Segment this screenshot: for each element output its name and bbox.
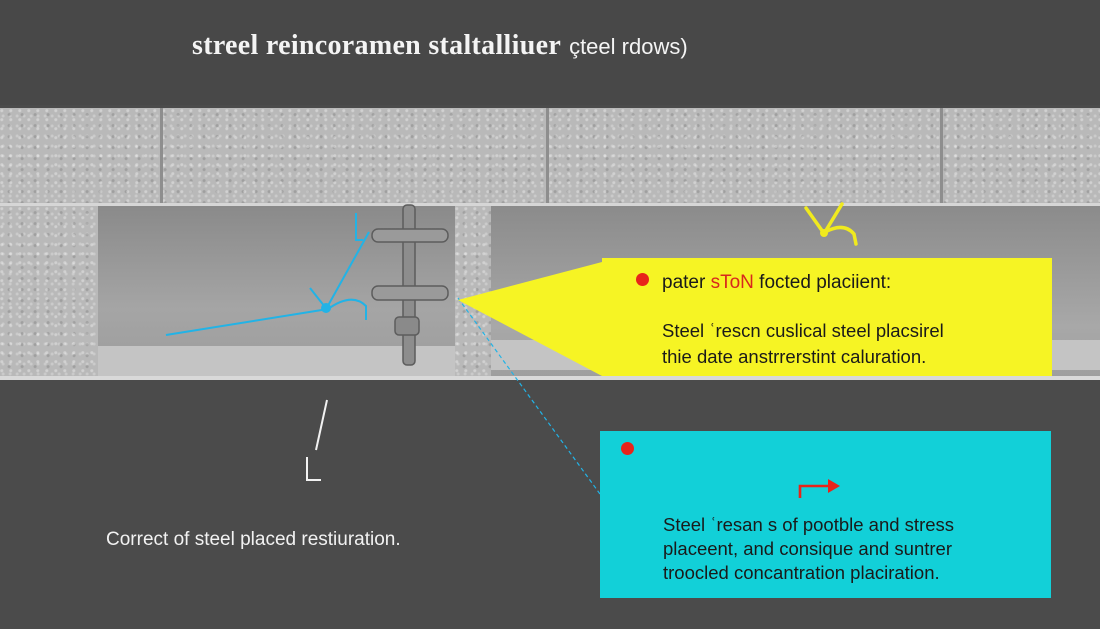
left-cavity-floor <box>98 346 455 376</box>
callout-line: troocled concantration placiration. <box>663 562 940 583</box>
callout-line: Steel ʿresan s of pootble and stress <box>663 514 955 535</box>
heading-lead: pater <box>662 272 706 293</box>
red-dot-icon <box>621 442 634 455</box>
callout-line: thie date anstrrerstint caluration. <box>662 346 927 367</box>
callout-heading: pater sToN focted placiient: <box>662 272 891 294</box>
diagram-title: streel reincoramen staltalliuer çteel rdo… <box>192 30 688 62</box>
callout-body: Steel ʿresan s of pootble and stress pla… <box>663 513 954 585</box>
slab-edge <box>0 203 1100 206</box>
slab-joint <box>160 108 163 204</box>
callout-body: Steel ʿrescn cuslical steel placsirel th… <box>662 318 944 370</box>
concrete-slab <box>0 108 1100 204</box>
heading-highlight: sToN <box>710 272 754 293</box>
yellow-marker <box>804 202 858 246</box>
title-bar <box>0 0 1100 105</box>
left-wall <box>0 206 98 378</box>
slab-joint <box>546 108 549 204</box>
callout-yellow: pater sToN focted placiient: Steel ʿresc… <box>602 258 1052 376</box>
title-sub: çteel rdows) <box>569 34 688 59</box>
blue-leader-lines <box>165 213 370 336</box>
callout-line: placeent, and consique and suntrer <box>663 538 953 559</box>
diagram-caption: Correct of steel placed restiuration. <box>106 529 401 550</box>
steel-bar-assembly <box>371 204 449 366</box>
right-arrow-icon <box>798 479 840 498</box>
callout-line: Steel ʿrescn cuslical steel placsirel <box>662 320 944 341</box>
concrete-pier <box>455 206 491 378</box>
slab-joint <box>940 108 943 204</box>
title-main: streel reincoramen staltalliuer <box>192 30 562 61</box>
red-dot-icon <box>636 273 649 286</box>
callout-cyan: Steel ʿresan s of pootble and stress pla… <box>600 431 1051 598</box>
white-marker <box>306 399 328 481</box>
slab-strip <box>0 376 1100 380</box>
callout-pointer <box>458 262 602 376</box>
dashed-leader-line <box>457 297 601 495</box>
heading-trail: focted placiient: <box>759 272 892 293</box>
